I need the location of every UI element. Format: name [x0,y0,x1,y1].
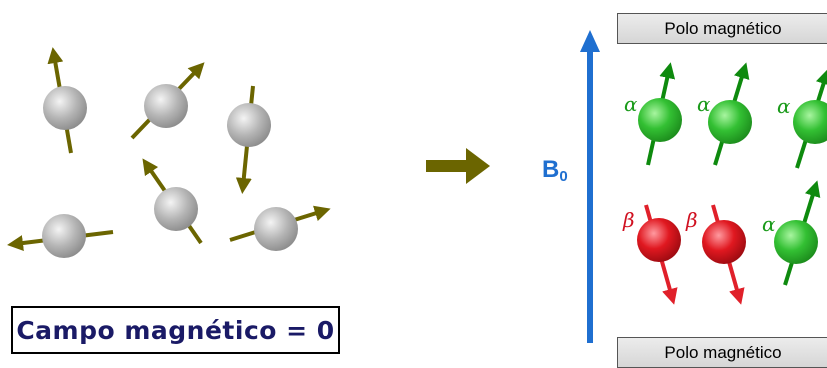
caption-box: Campo magnético = 0 [11,306,340,354]
pole-bottom-label: Polo magnético [664,342,782,362]
alpha-spin-4 [774,180,821,286]
beta-label-1: β [623,208,635,232]
random-spin-6 [229,205,331,251]
beta-label-2: β [686,208,698,232]
random-spin-5 [142,158,203,245]
alpha-spin-2 [708,62,752,166]
pole-bottom: Polo magnético [617,337,827,368]
random-spin-2 [130,62,205,140]
field-label-subscript: 0 [559,168,568,185]
beta-spin-1 [637,204,681,305]
transition-arrow [426,148,490,184]
random-spin-1 [43,47,87,154]
field-label-main: B [542,156,560,183]
random-spin-3 [227,85,271,194]
alpha-spin-1 [638,62,682,166]
field-label: B0 [542,156,568,185]
alpha-label-4: α [762,212,776,236]
beta-spin-2 [702,204,746,305]
caption-text: Campo magnético = 0 [16,315,335,345]
alpha-spin-3 [793,68,827,169]
alpha-label-2: α [697,92,711,116]
pole-top: Polo magnético [617,13,827,44]
alpha-label-3: α [777,94,791,118]
alpha-label-1: α [624,92,638,116]
field-arrow [580,30,600,343]
random-spin-4 [7,214,114,258]
pole-top-label: Polo magnético [664,18,782,38]
